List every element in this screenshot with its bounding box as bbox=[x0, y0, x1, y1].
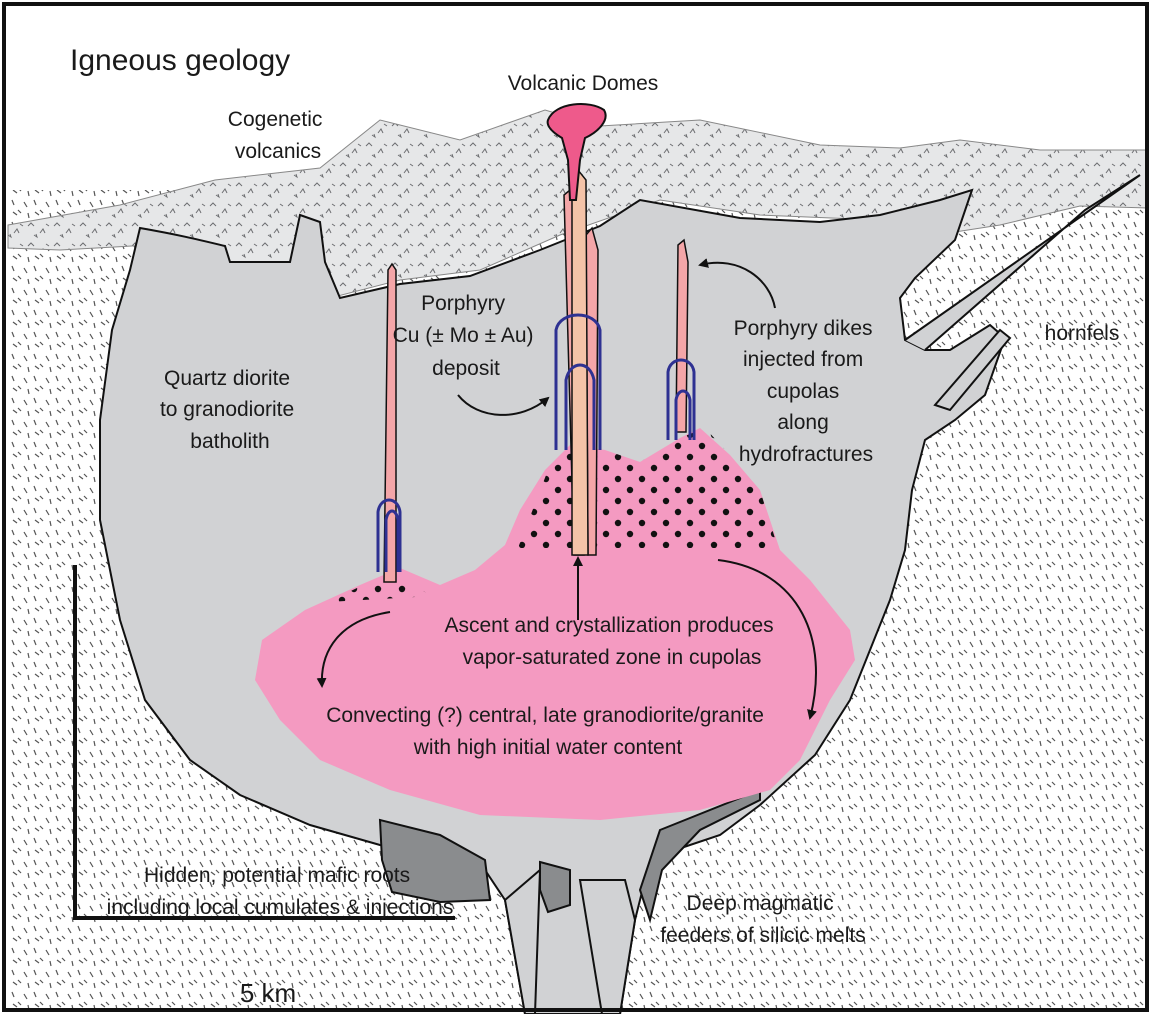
label-cogenetic-line-1: Cogenetic bbox=[228, 108, 323, 131]
label-dikes-line-5: hydrofractures bbox=[739, 443, 873, 466]
label-feeders-line-1: Deep magmatic bbox=[687, 892, 834, 915]
label-dikes-line-1: Porphyry dikes bbox=[734, 317, 873, 340]
dike-right bbox=[676, 240, 688, 432]
label-hornfels: hornfels bbox=[1045, 322, 1120, 345]
label-ascent-line-1: Ascent and crystallization produces bbox=[444, 614, 773, 637]
label-batholith-line-2: to granodiorite bbox=[160, 398, 294, 421]
mafic-root-center bbox=[540, 862, 570, 912]
label-dikes-line-3: cupolas bbox=[767, 380, 839, 403]
label-convecting-line-2: with high initial water content bbox=[413, 736, 683, 759]
label-volcanic-domes: Volcanic Domes bbox=[508, 72, 659, 95]
label-feeders-line-2: feeders of silicic melts bbox=[660, 924, 865, 947]
label-cogenetic-line-2: volcanics bbox=[235, 140, 321, 163]
label-porphyry-line-2: Cu (± Mo ± Au) bbox=[393, 324, 534, 347]
label-batholith-line-1: Quartz diorite bbox=[164, 367, 290, 390]
label-dikes-line-2: injected from bbox=[743, 348, 863, 371]
label-cogenetic-volcanics: Cogenetic volcanics bbox=[228, 108, 328, 163]
scale-bar-label: 5 km bbox=[240, 978, 296, 1008]
diagram-title: Igneous geology bbox=[70, 44, 290, 77]
label-batholith-line-3: batholith bbox=[190, 430, 269, 453]
central-stock-column bbox=[572, 170, 588, 555]
label-convecting-line-1: Convecting (?) central, late granodiorit… bbox=[326, 704, 764, 727]
label-ascent-line-2: vapor-saturated zone in cupolas bbox=[463, 646, 762, 669]
label-porphyry-line-1: Porphyry bbox=[421, 292, 506, 315]
label-porphyry-line-3: deposit bbox=[432, 357, 500, 380]
label-mafic-line-2: including local cumulates & injections bbox=[107, 896, 454, 919]
label-dikes-line-4: along bbox=[777, 411, 828, 434]
label-mafic-line-1: Hidden, potential mafic roots bbox=[144, 864, 410, 887]
